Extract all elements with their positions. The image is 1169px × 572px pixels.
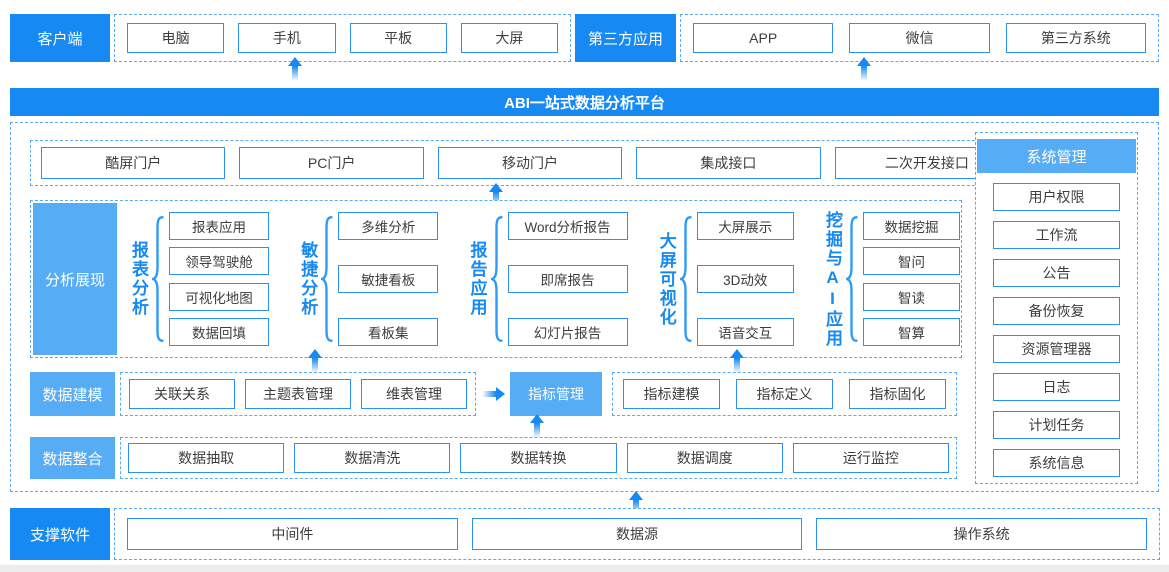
analysis-section-label: 分析展现 xyxy=(33,203,117,355)
module-box: 看板集 xyxy=(338,318,439,346)
indicator-item-box: 指标建模 xyxy=(623,379,720,409)
module-box: 数据挖掘 xyxy=(863,212,960,240)
module-box: 智问 xyxy=(863,247,960,276)
module-box: 幻灯片报告 xyxy=(507,318,628,346)
module-box: 语音交互 xyxy=(696,318,794,346)
support-label: 支撑软件 xyxy=(10,508,110,560)
analysis-group-reporting: 报告应用 Word分析报告 即席报告 幻灯片报告 xyxy=(467,212,628,346)
indicator-group: 指标建模 指标定义 指标固化 xyxy=(612,372,957,416)
system-item-box: 资源管理器 xyxy=(993,335,1120,363)
brace-icon xyxy=(152,216,164,342)
client-item-box: 大屏 xyxy=(460,23,558,53)
module-box: 即席报告 xyxy=(507,265,628,293)
analysis-groups: 报表分析 报表应用 领导驾驶舱 可视化地图 数据回填 敏捷分析 多维分析 敏捷看… xyxy=(129,210,960,348)
flow-right-arrow-icon xyxy=(483,387,505,401)
portal-box: PC门户 xyxy=(239,147,424,179)
system-item-box: 系统信息 xyxy=(993,449,1120,477)
system-item-box: 备份恢复 xyxy=(993,297,1120,325)
third-party-item-box: 微信 xyxy=(849,23,990,53)
flow-up-arrow-icon xyxy=(308,349,322,373)
integration-group: 数据抽取 数据清洗 数据转换 数据调度 运行监控 xyxy=(120,437,957,479)
portal-box: 集成接口 xyxy=(636,147,821,179)
modeling-label: 数据建模 xyxy=(30,372,115,416)
module-box: Word分析报告 xyxy=(507,212,628,240)
flow-up-arrow-icon xyxy=(857,57,871,81)
integration-item-box: 数据清洗 xyxy=(294,443,451,473)
group-label-vertical: 挖掘与AI应用 xyxy=(823,210,842,348)
third-party-label: 第三方应用 xyxy=(575,14,676,62)
support-item-box: 中间件 xyxy=(127,518,458,550)
modeling-item-box: 维表管理 xyxy=(361,379,467,409)
third-party-group: APP 微信 第三方系统 xyxy=(680,14,1159,62)
flow-up-arrow-icon xyxy=(489,183,503,207)
support-item-box: 操作系统 xyxy=(816,518,1148,550)
third-party-item-box: APP xyxy=(693,23,834,53)
brace-icon xyxy=(846,216,858,342)
group-label-vertical: 大屏可视化 xyxy=(656,231,676,327)
portal-box: 移动门户 xyxy=(437,147,623,179)
system-item-box: 工作流 xyxy=(993,221,1120,249)
integration-item-box: 数据抽取 xyxy=(128,443,285,473)
flow-up-arrow-icon xyxy=(730,349,744,373)
support-group: 中间件 数据源 操作系统 xyxy=(114,508,1160,560)
page-edge xyxy=(0,565,1169,572)
module-box: 可视化地图 xyxy=(169,282,269,311)
brace-icon xyxy=(491,216,503,342)
integration-item-box: 数据调度 xyxy=(626,443,783,473)
system-item-box: 日志 xyxy=(993,373,1120,401)
group-label-vertical: 报表分析 xyxy=(129,241,148,317)
client-item-box: 电脑 xyxy=(127,23,225,53)
integration-label: 数据整合 xyxy=(30,437,115,479)
indicator-item-box: 指标定义 xyxy=(736,379,833,409)
module-box: 智读 xyxy=(863,282,960,311)
client-item-box: 手机 xyxy=(238,23,336,53)
analysis-group-report: 报表分析 报表应用 领导驾驶舱 可视化地图 数据回填 xyxy=(129,212,269,346)
brace-icon xyxy=(321,216,333,342)
flow-up-arrow-icon xyxy=(629,491,643,515)
module-box: 智算 xyxy=(863,317,960,346)
module-box: 数据回填 xyxy=(169,317,269,346)
analysis-group-agile: 敏捷分析 多维分析 敏捷看板 看板集 xyxy=(298,212,439,346)
system-items: 用户权限 工作流 公告 备份恢复 资源管理器 日志 计划任务 系统信息 xyxy=(993,183,1120,477)
client-label: 客户端 xyxy=(10,14,110,62)
module-box: 报表应用 xyxy=(169,212,269,240)
integration-item-box: 数据转换 xyxy=(460,443,617,473)
system-item-box: 用户权限 xyxy=(993,183,1120,211)
module-box: 多维分析 xyxy=(338,212,439,240)
portal-box: 酷屏门户 xyxy=(41,147,226,179)
third-party-item-box: 第三方系统 xyxy=(1005,23,1146,53)
analysis-group-bigscreen: 大屏可视化 大屏展示 3D动效 语音交互 xyxy=(656,212,794,346)
flow-up-arrow-icon xyxy=(530,414,544,438)
portal-group: 酷屏门户 PC门户 移动门户 集成接口 二次开发接口 xyxy=(30,140,1030,186)
module-box: 大屏展示 xyxy=(696,212,794,240)
support-item-box: 数据源 xyxy=(471,518,803,550)
modeling-item-box: 主题表管理 xyxy=(245,379,351,409)
system-item-box: 公告 xyxy=(993,259,1120,287)
client-item-box: 平板 xyxy=(349,23,447,53)
indicator-management-box: 指标管理 xyxy=(510,372,602,416)
module-box: 领导驾驶舱 xyxy=(169,247,269,276)
client-devices-group: 电脑 手机 平板 大屏 xyxy=(114,14,571,62)
modeling-group: 关联关系 主题表管理 维表管理 xyxy=(120,372,476,416)
modeling-item-box: 关联关系 xyxy=(129,379,235,409)
module-box: 敏捷看板 xyxy=(338,265,439,293)
integration-item-box: 运行监控 xyxy=(792,443,950,473)
analysis-group-ai: 挖掘与AI应用 数据挖掘 智问 智读 智算 xyxy=(823,210,960,348)
group-label-vertical: 敏捷分析 xyxy=(298,241,318,317)
system-management-header: 系统管理 xyxy=(977,139,1136,173)
platform-banner: ABI一站式数据分析平台 xyxy=(10,88,1159,116)
module-box: 3D动效 xyxy=(696,265,794,293)
system-item-box: 计划任务 xyxy=(993,411,1120,439)
indicator-item-box: 指标固化 xyxy=(849,379,946,409)
brace-icon xyxy=(680,216,692,342)
group-label-vertical: 报告应用 xyxy=(467,241,487,317)
system-management-panel: 系统管理 用户权限 工作流 公告 备份恢复 资源管理器 日志 计划任务 系统信息 xyxy=(975,132,1138,484)
flow-up-arrow-icon xyxy=(288,57,302,81)
